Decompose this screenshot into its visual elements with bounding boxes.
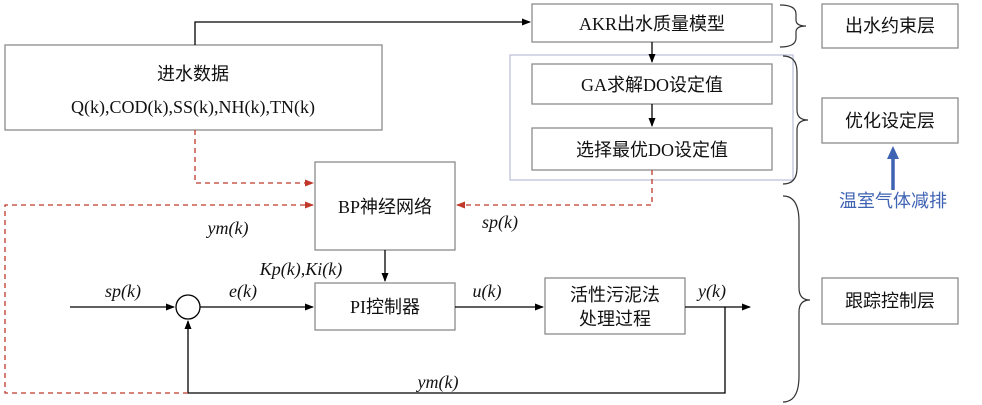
optimization-layer-box — [821, 97, 959, 144]
summing-junction — [175, 294, 201, 320]
pi-controller-label: PI控制器 — [350, 297, 420, 317]
feedback-loop-arrow — [184, 307, 726, 394]
process-box — [544, 277, 686, 335]
akr-model-box — [531, 3, 773, 43]
effluent-layer-label: 出水约束层 — [845, 16, 935, 36]
signal-sp-input: sp(k) — [105, 281, 141, 302]
tracking-layer-box — [821, 277, 959, 325]
inflow-to-bp-dashed-arrow — [194, 130, 314, 187]
optimization-brace — [782, 55, 809, 185]
select-optimal-box — [531, 127, 773, 171]
pi-controller-box — [314, 282, 456, 331]
select-optimal-label: 选择最优DO设定值 — [576, 140, 728, 160]
signal-output: y(k) — [696, 281, 726, 302]
inflow-to-akr-arrow — [194, 18, 531, 45]
process-label-line1: 活性污泥法 — [570, 285, 660, 305]
process-label-line2: 处理过程 — [579, 309, 651, 329]
feedback-to-bp-dashed-arrow — [4, 201, 314, 394]
inflow-data-variables: Q(k),COD(k),SS(k),NH(k),TN(k) — [71, 97, 315, 118]
inflow-data-box — [4, 44, 383, 131]
tracking-brace — [782, 195, 811, 403]
signal-control: u(k) — [473, 281, 502, 302]
signal-error: e(k) — [229, 281, 257, 302]
signal-sp-to-bp: sp(k) — [482, 212, 518, 233]
signal-ym-feedback: ym(k) — [416, 372, 459, 393]
bp-network-label: BP神经网络 — [338, 197, 432, 217]
signal-ym-to-bp: ym(k) — [206, 218, 249, 239]
bp-network-box — [314, 161, 456, 251]
ga-solve-box — [531, 63, 773, 105]
effluent-brace — [779, 4, 807, 48]
emission-reduction-label: 温室气体减排 — [839, 191, 947, 211]
ga-solve-label: GA求解DO设定值 — [581, 75, 723, 95]
akr-model-label: AKR出水质量模型 — [579, 14, 725, 34]
signal-kp-ki: Kp(k),Ki(k) — [259, 259, 342, 280]
tracking-layer-label: 跟踪控制层 — [845, 291, 935, 311]
effluent-layer-box — [821, 3, 959, 49]
inflow-data-title: 进水数据 — [157, 64, 229, 84]
select-to-bp-dashed-arrow — [456, 170, 653, 209]
optimization-layer-label: 优化设定层 — [845, 111, 935, 131]
